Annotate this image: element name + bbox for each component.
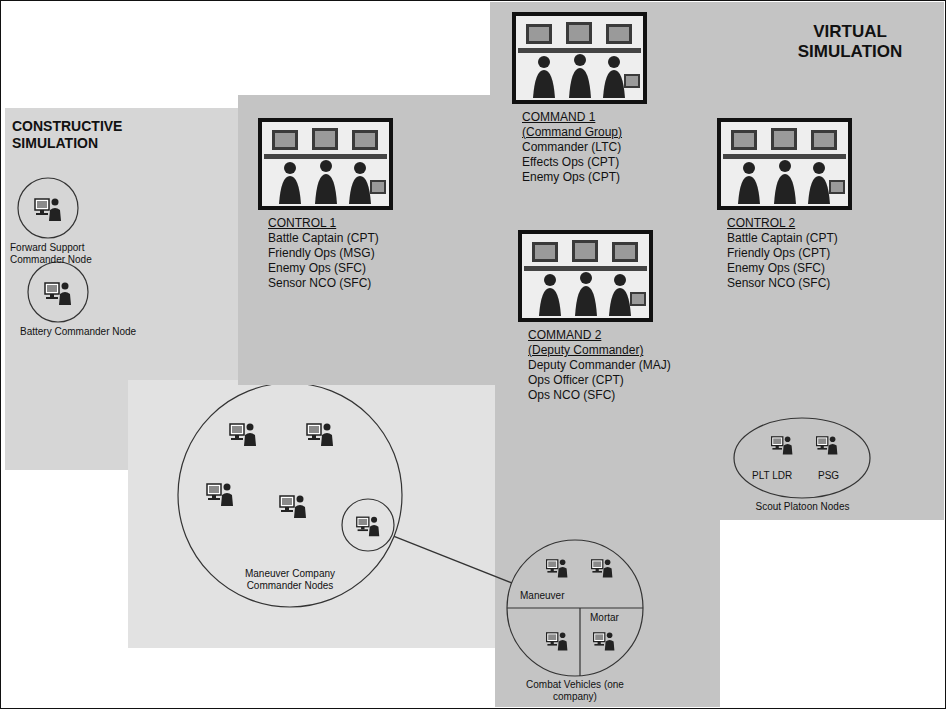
operator-icon xyxy=(280,496,306,519)
node-label: PLT LDR xyxy=(752,470,802,482)
box-heading: COMMAND 2 xyxy=(528,328,671,343)
node-label: Combat Vehicles (one company) xyxy=(505,679,645,703)
workstation-illustration xyxy=(522,234,649,318)
operator-icon xyxy=(547,632,568,650)
highlight-circle xyxy=(342,499,394,551)
node-outline xyxy=(20,262,145,362)
operator-icon xyxy=(307,424,333,447)
operator-icon xyxy=(594,632,615,650)
region-title: CONSTRUCTIVE SIMULATION xyxy=(12,118,152,152)
role-line: Battle Captain (CPT) xyxy=(268,231,379,246)
operator-icon xyxy=(592,559,613,577)
box-frame xyxy=(258,118,393,210)
workstation-box: CONTROL 1Battle Captain (CPT)Friendly Op… xyxy=(258,118,393,293)
role-line: Effects Ops (CPT) xyxy=(522,155,622,170)
role-line: Ops NCO (SFC) xyxy=(528,388,671,403)
text-slot: Maneuver Company Commander Nodes xyxy=(235,568,345,592)
text-slot: Mortar xyxy=(590,612,635,624)
operator-icon xyxy=(547,559,568,577)
node-label: Maneuver Company Commander Nodes xyxy=(235,568,345,592)
node-circle: Battery Commander Node xyxy=(20,262,145,362)
workstation-box: COMMAND 2(Deputy Commander)Deputy Comman… xyxy=(518,230,673,405)
node-label: Forward Support Commander Node xyxy=(10,242,135,266)
role-line: Enemy Ops (SFC) xyxy=(727,261,838,276)
divider-line xyxy=(579,608,580,676)
role-line: Friendly Ops (CPT) xyxy=(727,246,838,261)
divider-line xyxy=(507,607,643,608)
operator-icon xyxy=(207,484,233,507)
workstation-illustration xyxy=(516,16,643,100)
circle-outline xyxy=(507,540,643,676)
role-list: CONTROL 2Battle Captain (CPT)Friendly Op… xyxy=(727,216,838,291)
text-slot: PLT LDR xyxy=(752,470,802,482)
workstation-box: COMMAND 1(Command Group)Commander (LTC)E… xyxy=(512,12,647,187)
role-list: COMMAND 2(Deputy Commander)Deputy Comman… xyxy=(528,328,671,403)
text-slot: Forward Support Commander Node xyxy=(10,242,135,266)
operator-icon xyxy=(230,424,256,447)
ellipse-outline xyxy=(734,418,870,498)
workstation-illustration xyxy=(721,122,848,206)
text-slot: Scout Platoon Nodes xyxy=(730,501,875,513)
node-label: Mortar xyxy=(590,612,635,624)
box-frame xyxy=(717,118,852,210)
role-line: Friendly Ops (MSG) xyxy=(268,246,379,261)
role-line: Enemy Ops (CPT) xyxy=(522,170,622,185)
text-slot: Battery Commander Node xyxy=(20,326,145,338)
text-slot: PSG xyxy=(818,470,858,482)
workstation-illustration xyxy=(262,122,389,206)
operator-icon xyxy=(45,283,71,306)
operator-icon xyxy=(772,436,793,454)
operator-icon xyxy=(357,517,380,537)
role-line: Commander (LTC) xyxy=(522,140,622,155)
node-label: Battery Commander Node xyxy=(20,326,145,338)
role-list: CONTROL 1Battle Captain (CPT)Friendly Op… xyxy=(268,216,379,291)
operator-icon xyxy=(35,199,61,222)
box-heading: (Deputy Commander) xyxy=(528,343,671,358)
text-slot: Maneuver xyxy=(520,590,580,602)
text-slot: Combat Vehicles (one company) xyxy=(505,679,645,703)
box-heading: CONTROL 2 xyxy=(727,216,838,231)
node-circle: Maneuver Company Commander Nodes xyxy=(178,383,402,607)
node-ellipse: PLT LDR PSG Scout Platoon Nodes xyxy=(730,418,875,515)
box-heading: CONTROL 1 xyxy=(268,216,379,231)
role-line: Battle Captain (CPT) xyxy=(727,231,838,246)
node-label: Scout Platoon Nodes xyxy=(730,501,875,513)
circle-outline xyxy=(18,178,78,238)
circle-outline xyxy=(28,262,88,322)
text-slot: VIRTUAL SIMULATION xyxy=(775,22,925,63)
workstation-box: CONTROL 2Battle Captain (CPT)Friendly Op… xyxy=(717,118,852,293)
box-heading: (Command Group) xyxy=(522,125,622,140)
node-label: Maneuver xyxy=(520,590,580,602)
circle-outline xyxy=(178,383,402,607)
box-frame xyxy=(518,230,653,322)
role-line: Enemy Ops (SFC) xyxy=(268,261,379,276)
text-slot: CONSTRUCTIVE SIMULATION xyxy=(12,118,152,152)
region-panel xyxy=(128,380,495,648)
region-title: VIRTUAL SIMULATION xyxy=(775,22,925,63)
box-heading: COMMAND 1 xyxy=(522,110,622,125)
operator-icon xyxy=(817,436,838,454)
node-circle: Forward Support Commander Node xyxy=(10,176,135,276)
role-line: Ops Officer (CPT) xyxy=(528,373,671,388)
link-line xyxy=(394,536,512,583)
simulation-region: VIRTUAL SIMULATION COMMAND 1(Command Grou… xyxy=(238,2,944,707)
role-line: Deputy Commander (MAJ) xyxy=(528,358,671,373)
node-outline xyxy=(730,418,875,515)
region-panel xyxy=(238,2,944,707)
role-line: Sensor NCO (SFC) xyxy=(727,276,838,291)
box-frame xyxy=(512,12,647,104)
role-line: Sensor NCO (SFC) xyxy=(268,276,379,291)
node-circle: ManeuverMortarCombat Vehicles (one compa… xyxy=(505,540,645,705)
role-list: COMMAND 1(Command Group)Commander (LTC)E… xyxy=(522,110,622,185)
node-label: PSG xyxy=(818,470,858,482)
